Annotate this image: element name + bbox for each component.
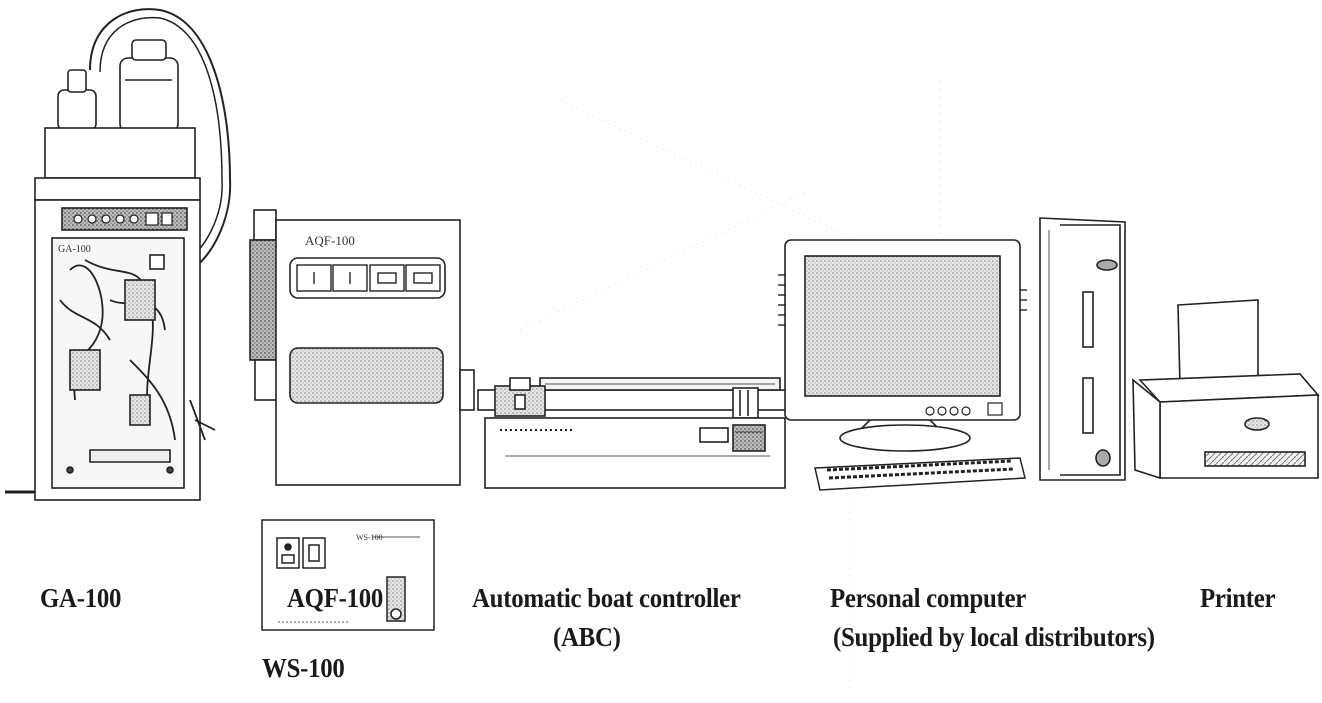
aqf100-label: AQF-100	[287, 583, 383, 614]
ws100-panel-text: WS-100	[356, 533, 383, 542]
ga100-unit: GA-100	[5, 9, 230, 500]
abc-label-line1: Automatic boat controller	[472, 583, 741, 614]
printer-label: Printer	[1200, 583, 1275, 614]
aqf100-unit: AQF-100	[250, 210, 474, 485]
aqf100-panel-text: AQF-100	[305, 233, 355, 248]
pc-tower	[1040, 218, 1125, 480]
pc-label-line1: Personal computer	[830, 583, 1026, 614]
pc-keyboard	[815, 458, 1025, 490]
ga100-panel-text: GA-100	[58, 244, 91, 255]
printer-unit	[1133, 300, 1318, 478]
ga100-label: GA-100	[40, 583, 121, 614]
abc-label-line2: (ABC)	[553, 622, 621, 653]
ws100-label: WS-100	[262, 653, 345, 684]
pc-label-line2: (Supplied by local distributors)	[833, 622, 1155, 653]
pc-monitor	[778, 240, 1027, 451]
abc-unit	[478, 378, 788, 488]
